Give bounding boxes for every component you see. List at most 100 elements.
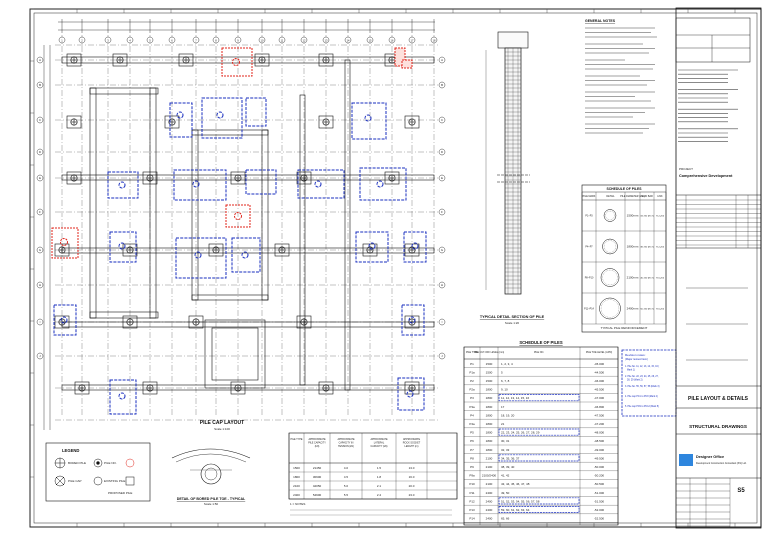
pile-table-header: LINK [657, 195, 663, 198]
grid-bubble [322, 36, 330, 44]
notes-title: GENERAL NOTES [585, 19, 616, 23]
grid-bubble [126, 36, 134, 44]
pile-table-link: T16-200 [656, 309, 665, 311]
plan-scale: Scale 1:100 [214, 427, 230, 431]
pile-cap [230, 381, 246, 395]
schedule-cutoff: 1500 [486, 370, 493, 374]
grid-bubble-label: 8 [215, 38, 217, 42]
legend-item-bored-pile: BORED PILE [68, 461, 86, 465]
cap-table-header: CAPACITY (kN) [371, 445, 388, 448]
schedule-pile-no: 1, 2, 3, 4 [501, 362, 513, 366]
grid-bubble-label: I [40, 320, 41, 324]
revision-box-title: Revision notes: [625, 353, 646, 357]
schedule-pile-type: P12 [469, 499, 475, 503]
schedule-toe-level: -50.500 [594, 482, 605, 486]
grid-bubble-label: C [441, 118, 443, 122]
schedule-toe-level: -52.000 [594, 508, 605, 512]
pile-cap [404, 115, 420, 129]
grid-bubble [438, 318, 446, 326]
schedule-pile-type: P7 [470, 448, 474, 452]
cap-table-cell: 4.5 [344, 475, 349, 479]
company-sub: Development Construction Consultant (Pvt… [696, 462, 747, 465]
pile-cap [404, 315, 420, 329]
schedule-header: PILE NO. [534, 351, 544, 354]
schedule-toe-level: -49.000 [594, 448, 605, 452]
pile-circle-blue [364, 114, 372, 122]
schedule-toe-level: -45.000 [594, 362, 605, 366]
cap-table-cell: 1.8 [377, 475, 382, 479]
grid-bubble-label: 5 [149, 38, 151, 42]
detail-scale: Scale 1:50 [204, 502, 219, 506]
schedule-cutoff: 1500 [486, 379, 493, 383]
revision-highlight-blue [297, 169, 345, 199]
schedule-pile-type: P3a [469, 405, 475, 409]
grid-bubble-label: C [39, 118, 41, 122]
schedule-highlight [498, 454, 580, 462]
grid-bubble [104, 36, 112, 44]
grid-bubble [146, 36, 154, 44]
grid-bubble [438, 246, 446, 254]
pile-table-header: PILE MARK [583, 195, 596, 198]
pile-circle-blue [376, 180, 384, 188]
revision-cloud-red [401, 59, 413, 69]
grid-bubble [212, 36, 220, 44]
grid-bubble [36, 352, 44, 360]
pile-circle-red [234, 212, 242, 220]
grid-bubble [36, 148, 44, 156]
revision-cloud-red [394, 47, 406, 67]
pile-section-detail: TYPICAL DETAIL SECTION OF PILE Scale 1:2… [480, 31, 545, 325]
schedule-pile-type: P9 [470, 465, 474, 469]
pile-cap [404, 243, 420, 257]
schedule-pile-no: 43, 44, 45, 46, 47, 48 [501, 482, 530, 486]
schedule-pile-no: 51, 52, 53, 54, 55, 56, 57, 58 [501, 499, 540, 503]
schedule-pile-type: P8 [470, 456, 474, 460]
legend-item-pile-cap: PILE CAP [68, 479, 82, 483]
schedule-toe-level: -45.500 [594, 388, 605, 392]
section-title: TYPICAL DETAIL SECTION OF PILE [480, 315, 545, 319]
cap-table-header: PILE TYPE [290, 438, 302, 441]
grid-bubble [438, 208, 446, 216]
revision-highlight-red [51, 227, 79, 259]
pile-section-circle [599, 297, 621, 320]
grid-bubble-label: H [39, 283, 41, 287]
schedule-cutoff: 1500 [486, 362, 493, 366]
schedule-cutoff: 2100 [486, 482, 493, 486]
pile-table-diameter: 2400mm [627, 307, 639, 311]
grid-bubble [430, 36, 438, 44]
pile-circle-blue [118, 242, 126, 250]
revision-highlight-blue [245, 97, 267, 127]
pile-cap [296, 171, 312, 185]
grid-bubble [344, 36, 352, 44]
cap-table-header: LATERAL [374, 442, 385, 445]
revision-highlight-red [221, 47, 253, 77]
pile-rebar-ring [602, 269, 618, 286]
schedule-pile-no: 49, 50 [501, 491, 510, 495]
pile-cap [188, 315, 204, 329]
grid-bubble [192, 36, 200, 44]
pile-cap [66, 171, 82, 185]
pile-cap [112, 53, 128, 67]
cap-table-header: PILE CAPACITY [308, 442, 326, 445]
schedule-cutoff: 1800 [486, 448, 493, 452]
schedule-pile-no: 5 [501, 370, 503, 374]
grid-bubble [388, 36, 396, 44]
pile-cap [54, 243, 70, 257]
pile-cap [274, 243, 290, 257]
pile-circle-blue [60, 316, 68, 324]
schedule-cutoff: 2100 [486, 465, 493, 469]
pile-cap [54, 315, 70, 329]
grid-bubble [278, 36, 286, 44]
legend-item-existing-pile: EXISTING PILE [104, 479, 125, 483]
grid-bubble [36, 208, 44, 216]
legend: LEGEND BORED PILE PILE CAP PILE NO. EXIS… [45, 442, 151, 502]
grid-bubble-label: J [39, 354, 41, 358]
pile-circle-red [60, 238, 68, 246]
schedule-toe-level: -49.500 [594, 456, 605, 460]
pile-table-mark: P11~P14 [584, 308, 594, 311]
schedule-pile-no: 18, 19, 20 [501, 413, 515, 417]
pile-circle-red [232, 58, 240, 66]
cap-table-cell: 2400 [293, 493, 300, 497]
pile-table-diameter: 1500mm [627, 214, 639, 218]
